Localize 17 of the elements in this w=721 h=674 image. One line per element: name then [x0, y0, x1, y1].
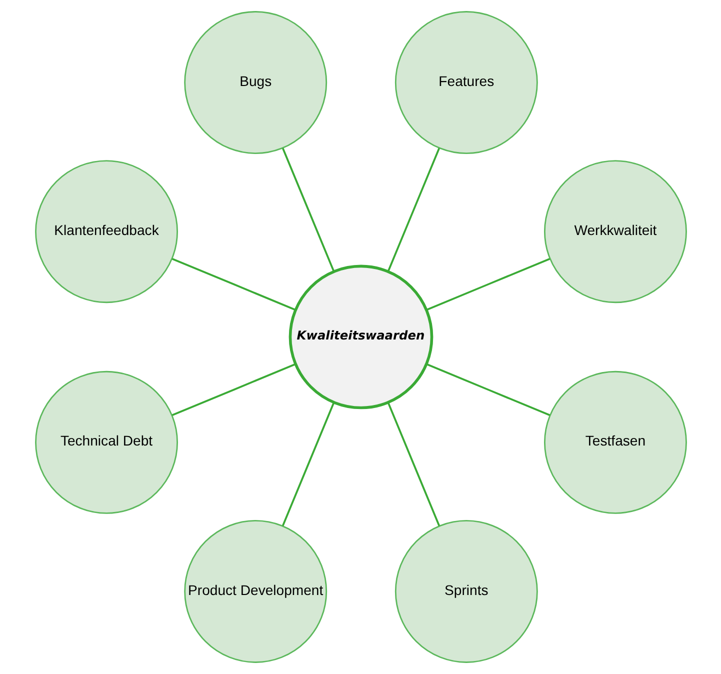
connector [281, 402, 334, 526]
connector [281, 148, 334, 272]
node-circle: Bugs [184, 11, 327, 154]
node-circle: Features [394, 11, 538, 154]
node-circle: Testfasen [544, 370, 686, 514]
connector [426, 258, 550, 311]
connector [426, 363, 550, 416]
connector [171, 363, 296, 416]
node-circle: Sprints [394, 520, 538, 663]
connector [386, 148, 440, 272]
connector [386, 402, 440, 526]
node-circle: Product Development [184, 520, 327, 663]
node-circle: Klantenfeedback [34, 160, 178, 304]
node-circle: Technical Debt [34, 370, 178, 514]
node-circle: Werkkwaliteit [544, 160, 686, 304]
connector [171, 258, 296, 311]
node-circle: Kwaliteitswaarden [288, 264, 433, 410]
